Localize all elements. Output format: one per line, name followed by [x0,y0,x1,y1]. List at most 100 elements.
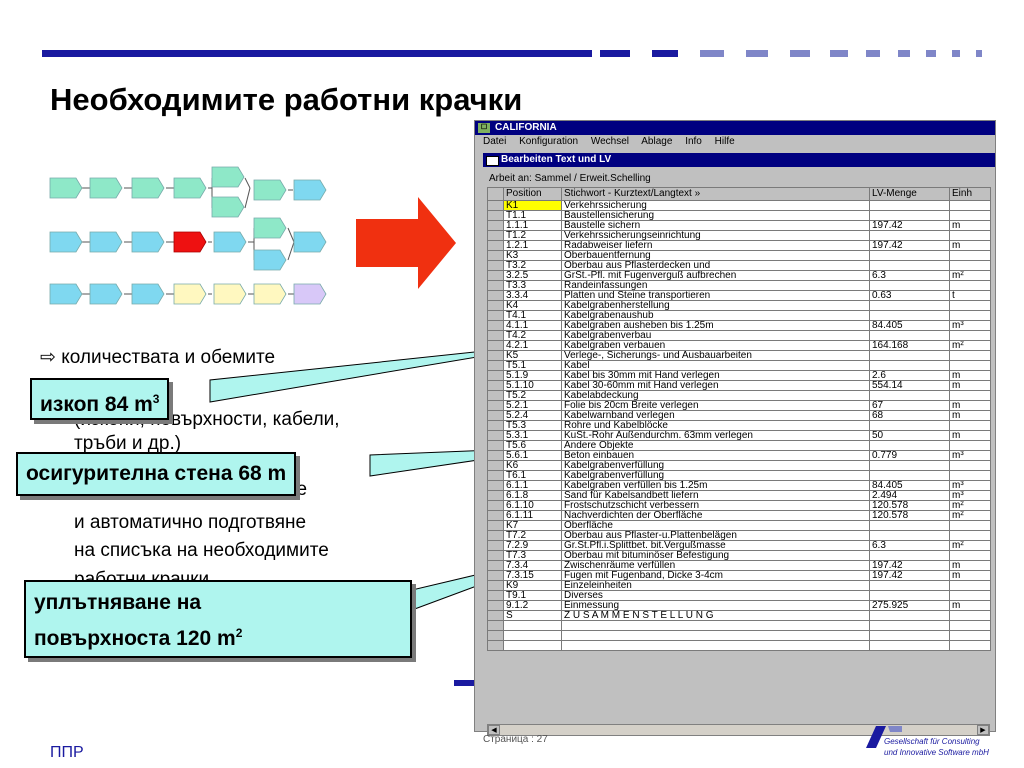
cell-lv-menge[interactable] [869,300,950,311]
cell-einheit[interactable]: m [949,430,991,441]
cell-einheit[interactable]: m [949,220,991,231]
cell-stichwort[interactable]: Radabweiser liefern [561,240,870,251]
menu-wechsel[interactable]: Wechsel [590,136,630,147]
cell-einheit[interactable]: m³ [949,480,991,491]
row-handle[interactable] [487,560,504,571]
row-handle[interactable] [487,270,504,281]
cell-stichwort[interactable]: Z U S A M M E N S T E L L U N G [561,610,870,621]
cell-lv-menge[interactable] [869,520,950,531]
subwindow-titlebar[interactable]: Bearbeiten Text und LV [483,153,995,167]
row-handle[interactable] [487,320,504,331]
row-handle[interactable] [487,200,504,211]
column-header-einheit[interactable]: Einh [949,187,991,201]
cell-stichwort[interactable]: Oberbau aus Pflasterdecken und [561,260,870,271]
cell-stichwort[interactable]: Randeinfassungen [561,280,870,291]
cell-einheit[interactable] [949,300,991,311]
row-handle[interactable] [487,570,504,581]
cell-stichwort[interactable]: Andere Objekte [561,440,870,451]
row-handle[interactable] [487,430,504,441]
cell-lv-menge[interactable] [869,330,950,341]
cell-lv-menge[interactable] [869,310,950,321]
cell-einheit[interactable] [949,440,991,451]
cell-lv-menge[interactable]: 554.14 [869,380,950,391]
cell-position[interactable]: 5.2.4 [503,410,562,421]
cell-einheit[interactable] [949,460,991,471]
menu-hilfe[interactable]: Hilfe [714,136,735,147]
cell-einheit[interactable] [949,630,991,641]
cell-einheit[interactable] [949,550,991,561]
cell-stichwort[interactable]: Zwischenräume verfüllen [561,560,870,571]
cell-position[interactable]: T1.1 [503,210,562,221]
cell-einheit[interactable]: t [949,290,991,301]
cell-position[interactable]: 5.3.1 [503,430,562,441]
menu-konfiguration[interactable]: Konfiguration [519,136,579,147]
row-handle[interactable] [487,610,504,621]
cell-einheit[interactable] [949,470,991,481]
cell-stichwort[interactable] [561,630,870,641]
row-handle[interactable] [487,470,504,481]
cell-stichwort[interactable]: Baustelle sichern [561,220,870,231]
cell-einheit[interactable] [949,420,991,431]
cell-einheit[interactable]: m [949,370,991,381]
row-handle[interactable] [487,310,504,321]
cell-lv-menge[interactable]: 197.42 [869,560,950,571]
row-handle[interactable] [487,520,504,531]
row-handle[interactable] [487,400,504,411]
cell-position[interactable]: T7.2 [503,530,562,541]
row-handle[interactable] [487,500,504,511]
cell-position[interactable]: T6.1 [503,470,562,481]
cell-stichwort[interactable]: Einmessung [561,600,870,611]
column-header-lv-menge[interactable]: LV-Menge [869,187,950,201]
table-row[interactable] [487,630,991,641]
cell-einheit[interactable] [949,250,991,261]
cell-stichwort[interactable]: Verlege-, Sicherungs- und Ausbauarbeiten [561,350,870,361]
cell-einheit[interactable] [949,610,991,621]
cell-position[interactable]: 1.1.1 [503,220,562,231]
cell-position[interactable]: K9 [503,580,562,591]
cell-position[interactable]: K3 [503,250,562,261]
cell-einheit[interactable] [949,280,991,291]
cell-stichwort[interactable]: Kabelgraben verbauen [561,340,870,351]
menu-info[interactable]: Info [685,136,702,147]
cell-lv-menge[interactable]: 6.3 [869,270,950,281]
row-handle[interactable] [487,460,504,471]
row-handle[interactable] [487,440,504,451]
cell-lv-menge[interactable]: 6.3 [869,540,950,551]
cell-position[interactable]: T5.2 [503,390,562,401]
cell-stichwort[interactable]: Kabel 30-60mm mit Hand verlegen [561,380,870,391]
cell-lv-menge[interactable] [869,610,950,621]
window-titlebar[interactable]: ☐CALIFORNIA [475,121,995,135]
row-handle[interactable] [487,600,504,611]
cell-lv-menge[interactable] [869,260,950,271]
cell-lv-menge[interactable] [869,620,950,631]
cell-einheit[interactable] [949,620,991,631]
scroll-right-icon[interactable]: ▶ [977,725,989,735]
row-handle[interactable] [487,510,504,521]
cell-stichwort[interactable]: Oberfläche [561,520,870,531]
cell-stichwort[interactable]: Kabel bis 30mm mit Hand verlegen [561,370,870,381]
cell-lv-menge[interactable] [869,580,950,591]
cell-stichwort[interactable]: Frostschutzschicht verbessern [561,500,870,511]
cell-lv-menge[interactable] [869,420,950,431]
cell-stichwort[interactable]: Kabelgrabenaushub [561,310,870,321]
row-handle[interactable] [487,530,504,541]
cell-stichwort[interactable]: Kabelgraben ausheben bis 1.25m [561,320,870,331]
row-handle[interactable] [487,450,504,461]
cell-stichwort[interactable]: Verkehrssicherungseinrichtung [561,230,870,241]
cell-einheit[interactable] [949,590,991,601]
